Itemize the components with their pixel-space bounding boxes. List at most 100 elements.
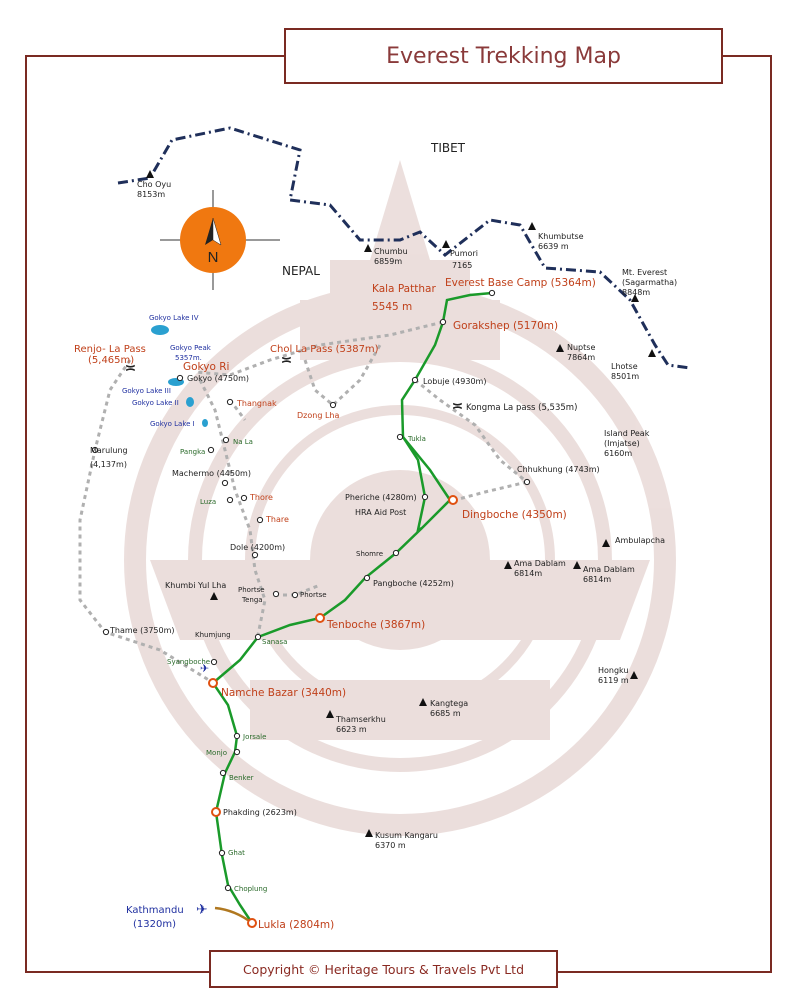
map-label: Tukla bbox=[407, 435, 426, 443]
stop-label: Namche Bazar (3440m) bbox=[221, 687, 346, 699]
stop-label: Kala Patthar bbox=[372, 283, 436, 295]
map-label: 6160m bbox=[604, 449, 632, 458]
map-label: Lhotse bbox=[611, 362, 638, 371]
village-marker bbox=[291, 591, 299, 599]
lake-label: Gokyo Lake III bbox=[122, 387, 171, 395]
lake-label: Gokyo Lake IV bbox=[149, 314, 199, 322]
lake-label: Gokyo Lake I bbox=[150, 420, 195, 428]
map-label: Pheriche (4280m) bbox=[345, 493, 417, 502]
map-label: Kusum Kangaru bbox=[375, 831, 438, 840]
peak-icon bbox=[631, 294, 639, 302]
map-label: 8501m bbox=[611, 372, 639, 381]
map-label: Luza bbox=[200, 498, 216, 506]
village-marker bbox=[224, 884, 232, 892]
lake-label: Gokyo Lake II bbox=[132, 399, 179, 407]
stop-label: 5545 m bbox=[372, 301, 412, 313]
peak-icon bbox=[648, 349, 656, 357]
map-label: Pangboche (4252m) bbox=[373, 579, 454, 588]
map-label: Monjo bbox=[206, 749, 227, 757]
map-label: Marulung bbox=[90, 446, 128, 455]
map-label: Ama Dablam bbox=[514, 559, 566, 568]
village-marker bbox=[226, 398, 234, 406]
village-marker bbox=[488, 289, 496, 297]
map-label: 8153m bbox=[137, 190, 165, 199]
peak-icon bbox=[210, 592, 218, 600]
map-label: Thame (3750m) bbox=[109, 626, 175, 635]
map-label: 6859m bbox=[374, 257, 402, 266]
map-label: Phortse bbox=[300, 591, 327, 599]
peak-icon bbox=[442, 240, 450, 248]
map-label: (4,137m) bbox=[90, 460, 127, 469]
map-label: 6685 m bbox=[430, 709, 461, 718]
map-label: Pumori bbox=[450, 249, 478, 258]
village-marker bbox=[240, 494, 248, 502]
map-label: Benker bbox=[229, 774, 254, 782]
village-marker bbox=[251, 551, 259, 559]
village-marker bbox=[411, 376, 419, 384]
village-marker bbox=[102, 628, 110, 636]
village-marker bbox=[523, 478, 531, 486]
pass-icon: ≍ bbox=[452, 399, 463, 414]
village-marker bbox=[210, 658, 218, 666]
village-marker bbox=[222, 436, 230, 444]
map-label: 5357m. bbox=[175, 354, 202, 362]
village-marker bbox=[329, 401, 337, 409]
peak-icon bbox=[365, 829, 373, 837]
village-marker bbox=[396, 433, 404, 441]
map-label: Thamserkhu bbox=[335, 715, 386, 724]
map-label: Na La bbox=[233, 438, 253, 446]
map-label: 6639 m bbox=[538, 242, 569, 251]
map-label: Phortse bbox=[238, 586, 265, 594]
village-marker bbox=[218, 849, 226, 857]
village-marker bbox=[233, 732, 241, 740]
map-label: Nuptse bbox=[567, 343, 595, 352]
peak-icon bbox=[364, 244, 372, 252]
region-nepal: NEPAL bbox=[282, 264, 320, 278]
village-marker bbox=[221, 479, 229, 487]
compass-rose: N bbox=[160, 190, 280, 290]
map-label: Sanasa bbox=[262, 638, 287, 646]
main-stop-marker bbox=[247, 918, 257, 928]
map-label: 8848m bbox=[622, 288, 650, 297]
map-label: (Imjatse) bbox=[604, 439, 640, 448]
map-label: Dzong Lha bbox=[297, 411, 339, 420]
map-label: Gokyo Peak bbox=[170, 344, 212, 352]
map-label: Khumjung bbox=[195, 631, 231, 639]
map-label: Chumbu bbox=[374, 247, 408, 256]
map-label: Ambulapcha bbox=[615, 536, 665, 545]
peak-icon bbox=[573, 561, 581, 569]
village-marker bbox=[363, 574, 371, 582]
map-label: 6814m bbox=[583, 575, 611, 584]
peak-icon bbox=[419, 698, 427, 706]
village-marker bbox=[233, 748, 241, 756]
peak-icon bbox=[326, 710, 334, 718]
map-label: Island Peak bbox=[604, 429, 650, 438]
map-label: Shomre bbox=[356, 550, 383, 558]
map-label: Machermo (4450m) bbox=[172, 469, 251, 478]
village-marker bbox=[176, 374, 184, 382]
map-label: Gokyo (4750m) bbox=[187, 374, 249, 383]
map-label: Thangnak bbox=[236, 399, 277, 408]
peak-icon bbox=[556, 344, 564, 352]
kathmandu-label: Kathmandu bbox=[126, 905, 184, 916]
map-label: 6623 m bbox=[336, 725, 367, 734]
map-label: 6814m bbox=[514, 569, 542, 578]
village-marker bbox=[439, 318, 447, 326]
map-label: Thare bbox=[265, 515, 289, 524]
compass-letter: N bbox=[208, 249, 219, 266]
village-marker bbox=[226, 496, 234, 504]
map-label: Khumbutse bbox=[538, 232, 584, 241]
map-title: Everest Trekking Map bbox=[284, 28, 723, 84]
map-label: Ghat bbox=[228, 849, 245, 857]
village-marker bbox=[207, 446, 215, 454]
stop-label: Lukla (2804m) bbox=[258, 919, 334, 931]
peak-icon bbox=[146, 170, 154, 178]
pass-icon: ≍ bbox=[125, 361, 136, 376]
map-label: Mt. Everest bbox=[622, 268, 667, 277]
copyright-notice: Copyright © Heritage Tours & Travels Pvt… bbox=[209, 950, 558, 988]
map-label: Hongku bbox=[598, 666, 629, 675]
map-label: Lobuje (4930m) bbox=[423, 377, 486, 386]
village-marker bbox=[219, 769, 227, 777]
